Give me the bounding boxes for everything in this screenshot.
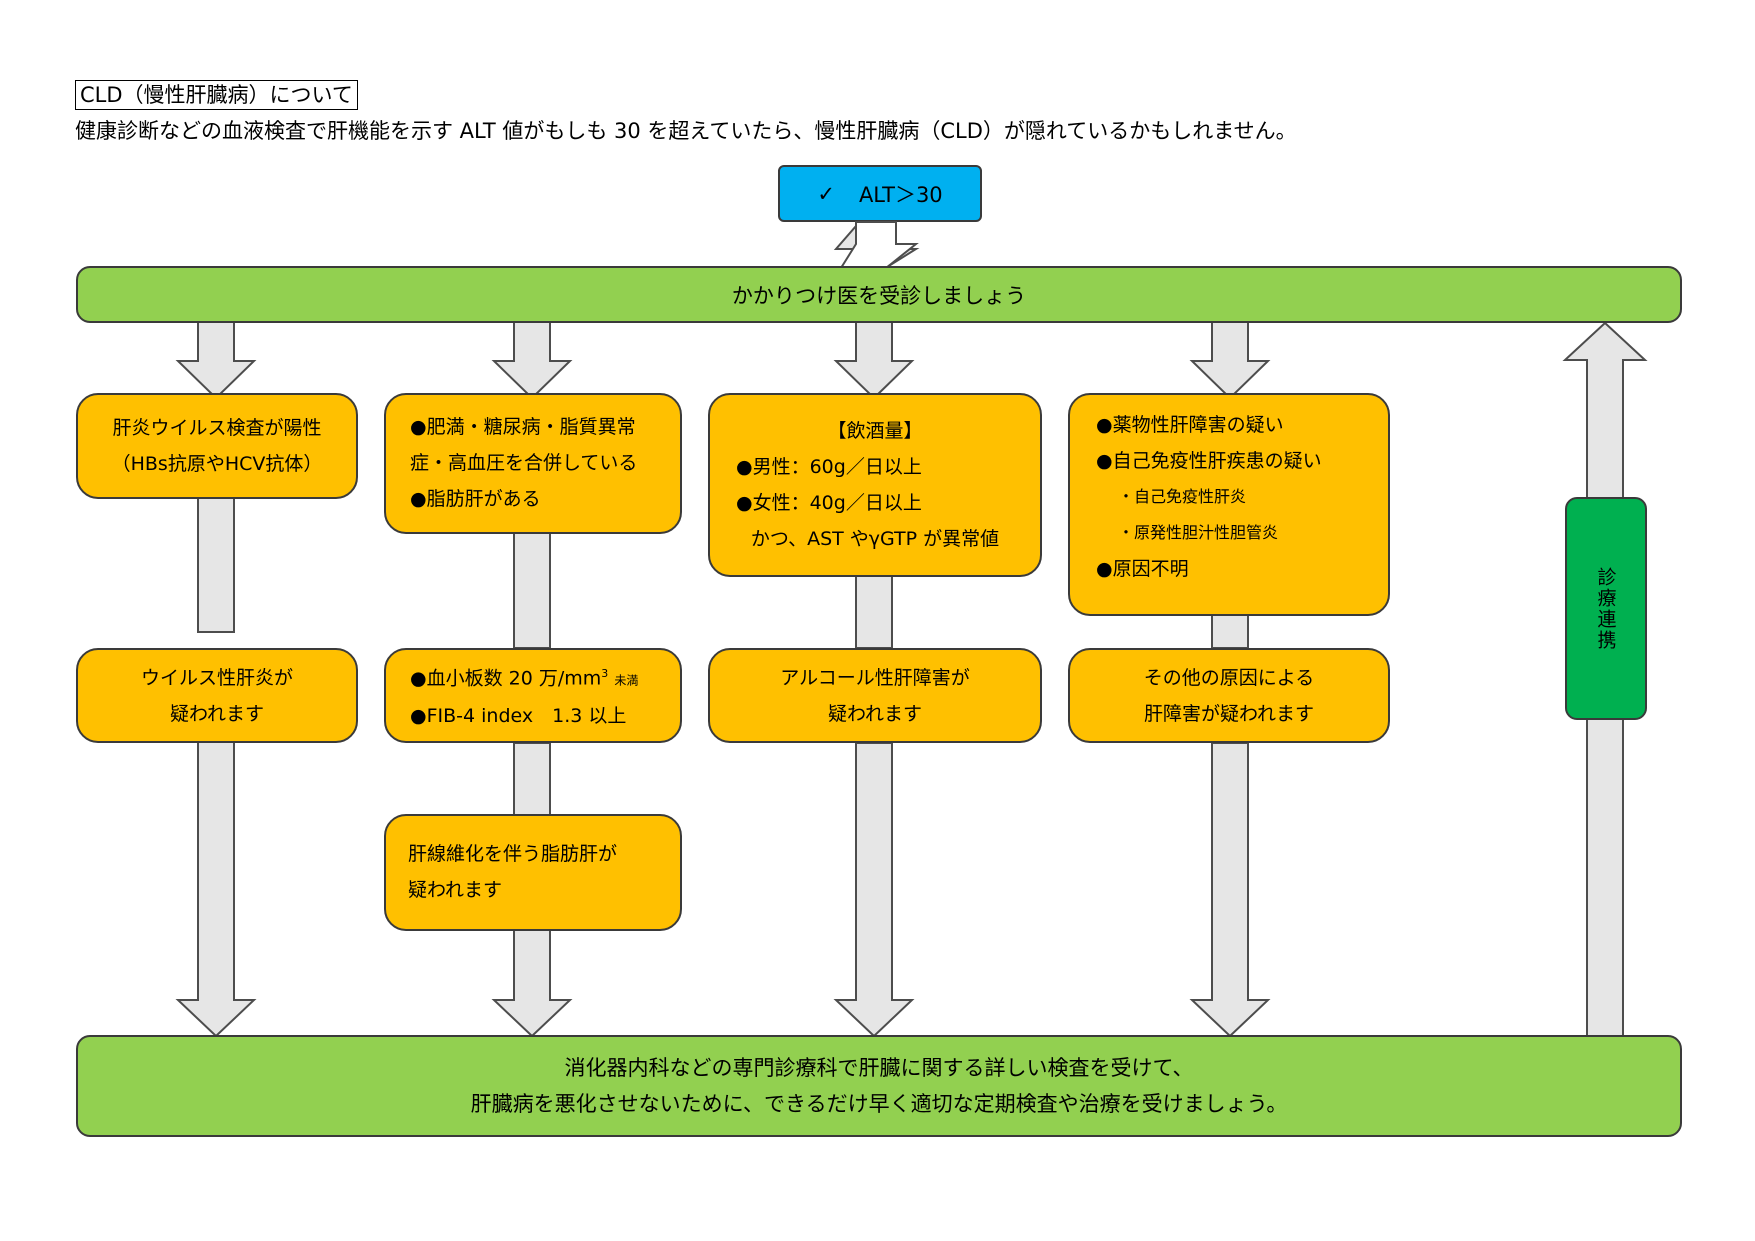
criteria-line: 症・高血圧を合併している [410,452,638,474]
platelet-sup: 3 [601,667,609,680]
intro-text: 健康診断などの血液検査で肝機能を示す ALT 値がもしも 30 を超えていたら、… [75,119,1297,143]
platelet-sub: 未満 [614,673,639,688]
arrow-col4-to-criteria [1189,320,1271,400]
criteria-subline: ・自己免疫性肝炎 [1118,487,1247,506]
check-icon: ✓ [817,181,835,206]
result-line: その他の原因による [1143,666,1315,689]
consult-doctor-bar: かかりつけ医を受診しましょう [76,266,1682,323]
page-title: CLD（慢性肝臓病）について [75,80,358,110]
criteria-line: ●薬物性肝障害の疑い [1096,414,1284,436]
criteria-line: ●原因不明 [1096,558,1189,580]
result-box-alcoholic-liver: アルコール性肝障害が 疑われます [708,648,1042,743]
result-line: ウイルス性肝炎が [140,666,293,689]
result-line: 疑われます [408,879,503,901]
referral-label: 診療連携 [1594,566,1617,651]
criteria-line: （HBs抗原やHCV抗体） [111,453,323,475]
criteria-line: ●肥満・糖尿病・脂質異常 [410,416,636,438]
criteria-box-hepatitis-virus: 肝炎ウイルス検査が陽性 （HBs抗原やHCV抗体） [76,393,358,499]
start-condition-label: ALT＞30 [858,182,943,207]
result-box-other-liver-damage: その他の原因による 肝障害が疑われます [1068,648,1390,743]
criteria-line: ●自己免疫性肝疾患の疑い [1096,450,1322,472]
fib4-criterion: ●FIB-4 index 1.3 以上 [410,705,627,728]
criteria-line: ●脂肪肝がある [410,488,541,510]
arrow-col1-to-final [175,741,257,1038]
arrow-col3-to-criteria [833,320,915,400]
result-line: 疑われます [827,702,923,725]
criteria-box-other-causes: ●薬物性肝障害の疑い ●自己免疫性肝疾患の疑い ・自己免疫性肝炎 ・原発性胆汁性… [1068,393,1390,616]
platelet-criterion: ●血小板数 20 万/mm3 未満 [410,656,680,698]
referral-box: 診療連携 [1565,497,1647,720]
criteria-subline: ・原発性胆汁性胆管炎 [1118,523,1279,542]
result-line: 疑われます [169,702,265,725]
final-advice-bar: 消化器内科などの専門診療科で肝臓に関する詳しい検査を受けて、 肝臓病を悪化させな… [76,1035,1682,1137]
result-box-fibrotic-fatty-liver: 肝線維化を伴う脂肪肝が 疑われます [384,814,682,931]
criteria-line: かつ、AST やγGTP が異常値 [750,528,1000,550]
result-line: 肝障害が疑われます [1143,702,1315,725]
arrow-col2-to-final [491,929,573,1038]
criteria-box-alcohol: 【飲酒量】 ●男性：60g／日以上 ●女性：40g／日以上 かつ、AST やγG… [708,393,1042,577]
result-line: アルコール性肝障害が [780,666,970,689]
arrow-start-to-consult [834,221,919,277]
criteria-line: ●女性：40g／日以上 [736,492,922,514]
arrow-col2-to-criteria [491,320,573,400]
criteria-box-fatty-liver: ●肥満・糖尿病・脂質異常 症・高血圧を合併している ●脂肪肝がある [384,393,682,534]
criteria-line: 【飲酒量】 [827,420,923,442]
consult-label: かかりつけ医を受診しましょう [731,283,1027,308]
arrow-col1-to-criteria [175,320,257,400]
arrow-col4-to-final [1189,742,1271,1038]
test-box-platelet-fib4: ●血小板数 20 万/mm3 未満 ●FIB-4 index 1.3 以上 [384,648,682,743]
start-condition-box: ✓ ALT＞30 [778,165,982,222]
final-line: 消化器内科などの専門診療科で肝臓に関する詳しい検査を受けて、 [564,1056,1194,1080]
criteria-line: ●男性：60g／日以上 [736,456,922,478]
final-line: 肝臓病を悪化させないために、できるだけ早く適切な定期検査や治療を受けましょう。 [470,1092,1288,1116]
platelet-main: ●血小板数 20 万/mm [410,667,602,690]
arrow-col3-to-final [833,742,915,1038]
result-line: 肝線維化を伴う脂肪肝が [408,843,618,865]
result-box-viral-hepatitis: ウイルス性肝炎が 疑われます [76,648,358,743]
criteria-line: 肝炎ウイルス検査が陽性 [112,417,322,439]
